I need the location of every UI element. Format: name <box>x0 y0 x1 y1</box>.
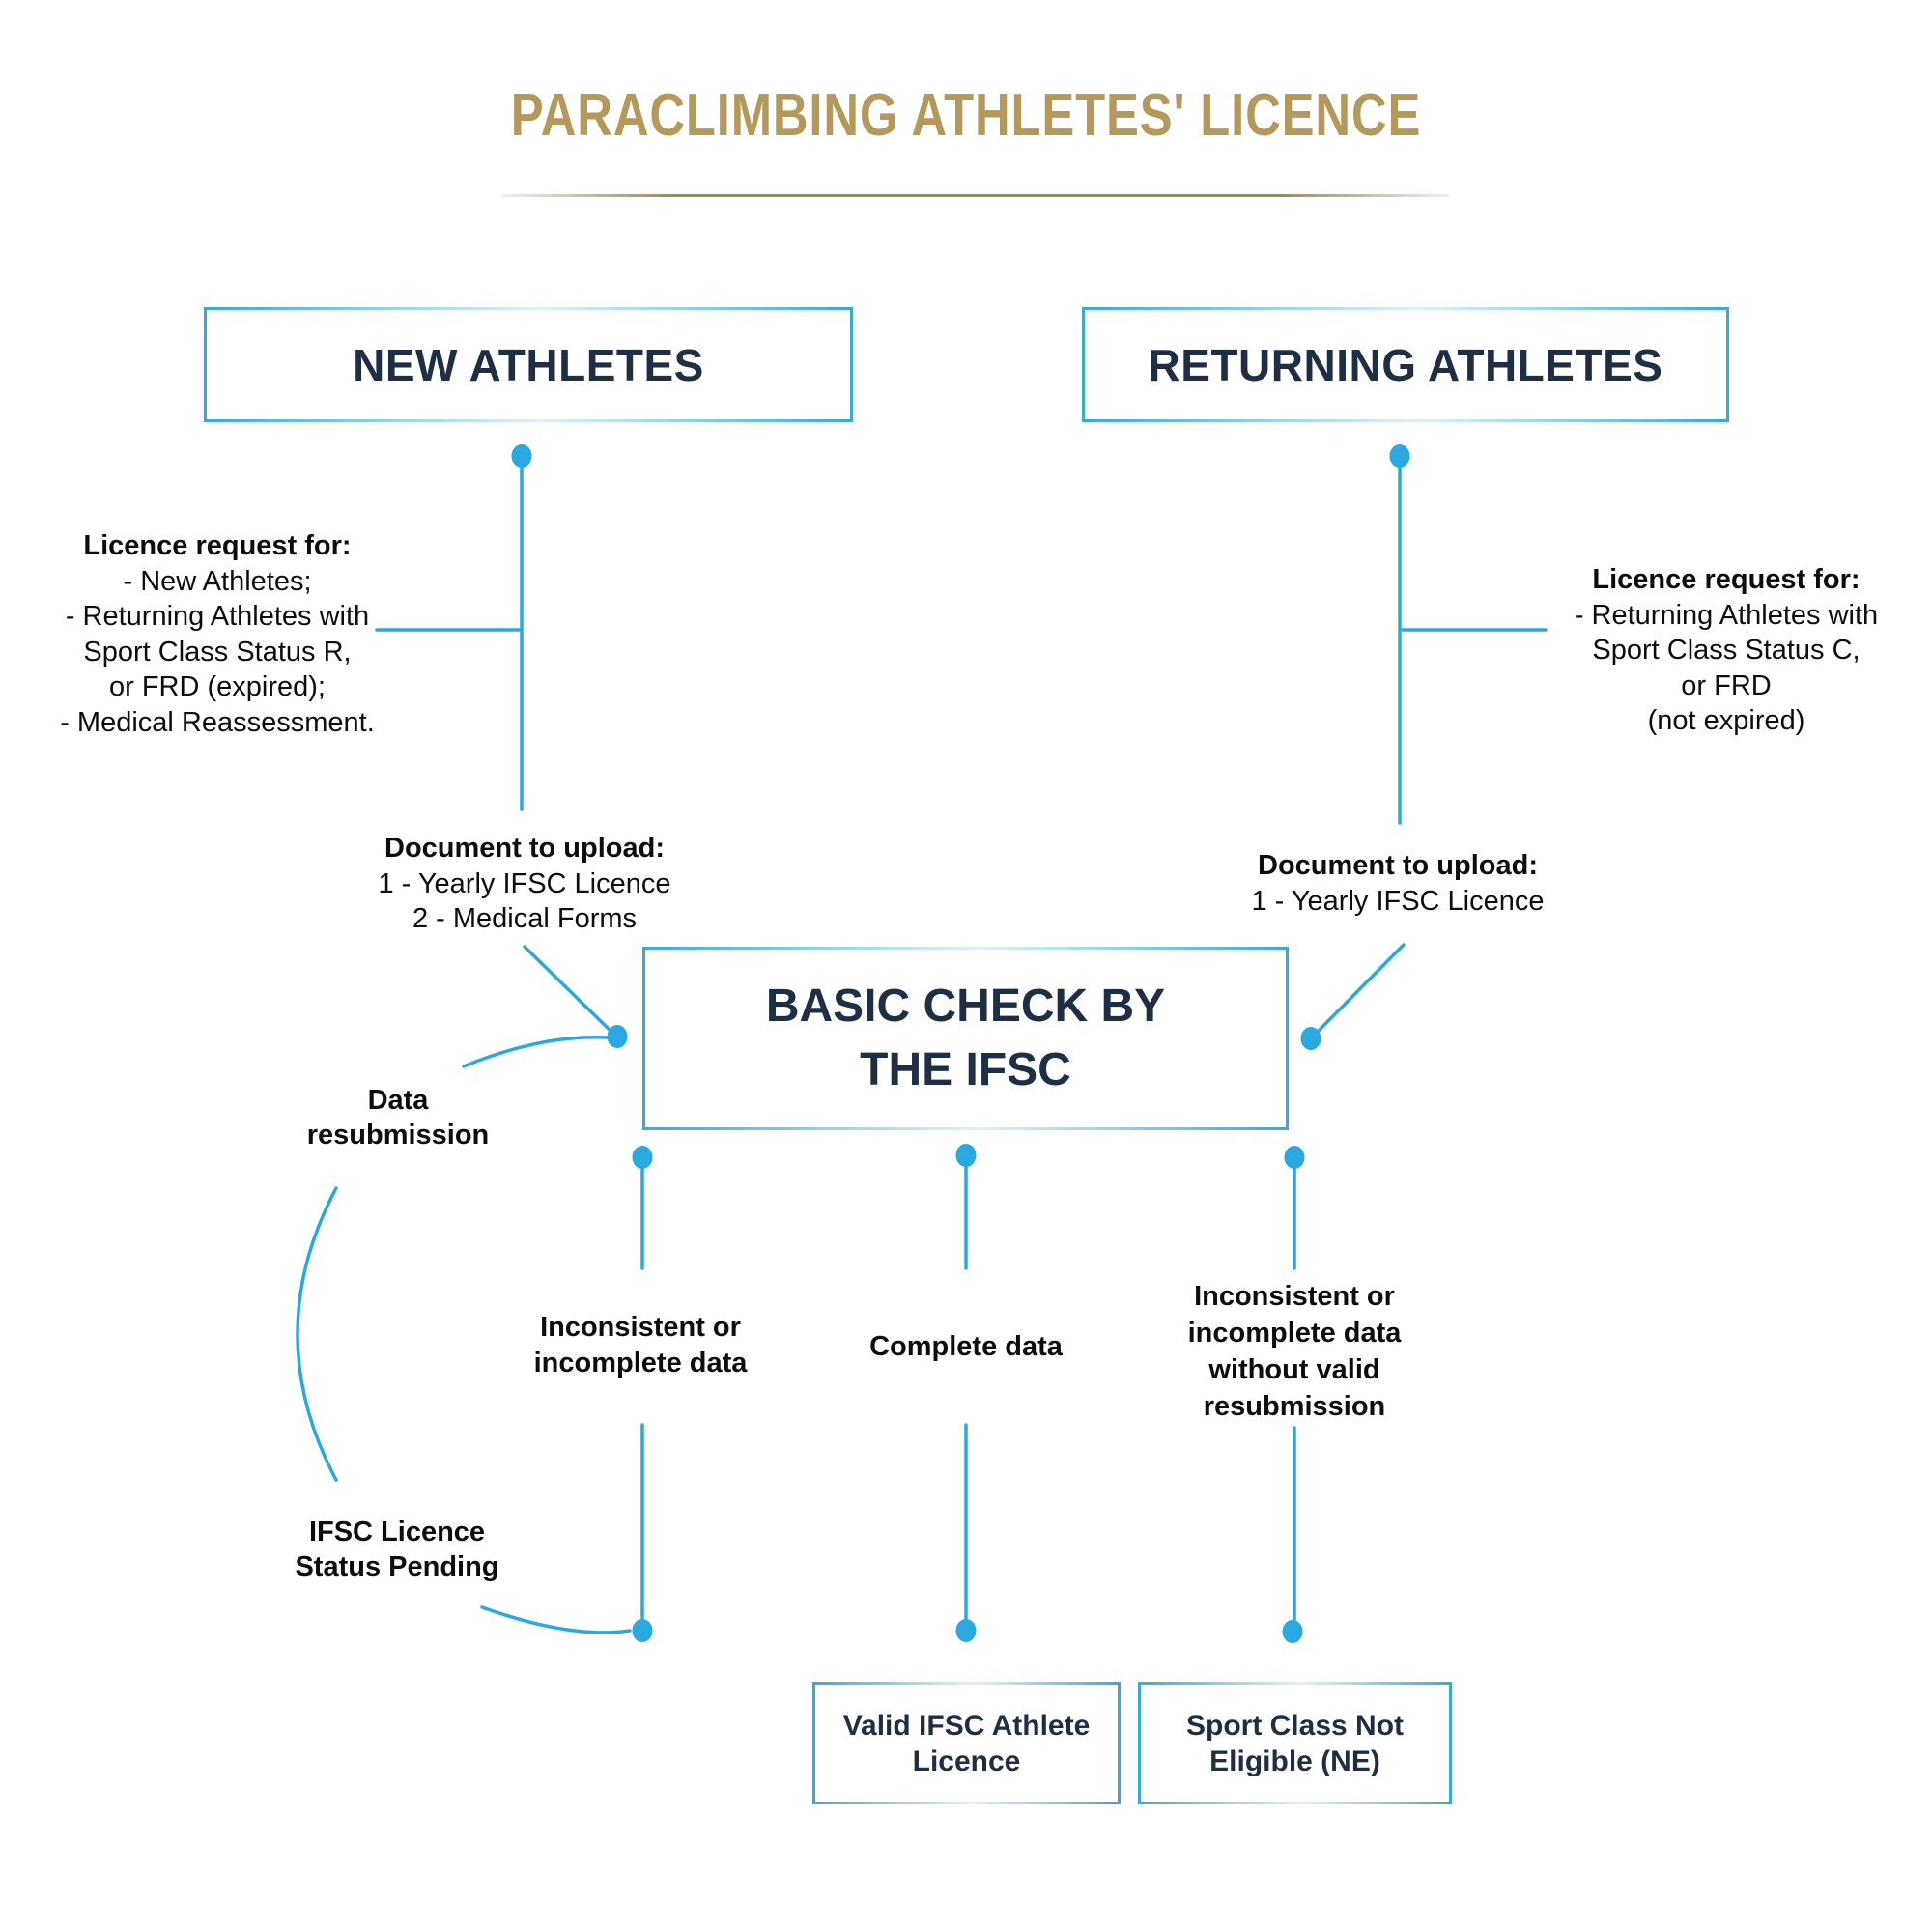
dot-basic-check-right <box>1300 1027 1321 1050</box>
label-line: resubmission <box>306 1120 490 1151</box>
label-line: Data <box>367 1085 429 1116</box>
node-not-eligible-line1: Sport Class Not <box>1185 1709 1405 1742</box>
node-not-eligible-line2: Eligible (NE) <box>1209 1745 1380 1777</box>
label-line: incomplete data <box>1187 1318 1402 1349</box>
label-line: incomplete data <box>533 1348 748 1378</box>
label-line: Status Pending <box>295 1551 499 1582</box>
note-line: or FRD (expired); <box>109 671 326 702</box>
node-basic-check: BASIC CHECK BY THE IFSC <box>642 947 1289 1130</box>
edge-returning-docs-to-basic-check <box>1314 943 1406 1036</box>
label-status-pending: IFSC Licence Status Pending <box>252 1515 542 1584</box>
node-valid-licence: Valid IFSC Athlete Licence <box>812 1682 1121 1804</box>
node-returning-athletes: RETURNING ATHLETES <box>1082 307 1729 422</box>
dot-branch-right-bottom <box>1282 1620 1303 1643</box>
label-branch-inconsistent: Inconsistent or incomplete data <box>496 1310 785 1381</box>
node-returning-athletes-label: RETURNING ATHLETES <box>1148 339 1663 390</box>
label-branch-inconsistent-no-resubmission: Inconsistent or incomplete data without … <box>1140 1278 1449 1425</box>
note-heading: Document to upload: <box>1258 850 1538 881</box>
page-title: PARACLIMBING ATHLETES' LICENCE <box>510 82 1422 149</box>
note-heading: Document to upload: <box>384 833 665 864</box>
node-basic-check-line2: THE IFSC <box>860 1044 1071 1095</box>
dot-branch-right-top <box>1284 1146 1305 1169</box>
edge-status-pending-to-branch <box>480 1605 632 1634</box>
note-heading: Licence request for: <box>1592 564 1861 595</box>
dot-branch-left-bottom <box>632 1619 653 1642</box>
note-licence-request-returning: Licence request for: - Returning Athlete… <box>1562 562 1890 739</box>
note-line: Sport Class Status R, <box>83 636 352 668</box>
edge-data-resubmission-to-basic-check <box>462 1036 609 1068</box>
label-line: resubmission <box>1203 1391 1386 1422</box>
label-line: IFSC Licence <box>308 1517 486 1548</box>
note-line: 2 - Medical Forms <box>412 903 638 934</box>
label-line: Inconsistent or <box>540 1312 741 1343</box>
note-line: - New Athletes; <box>123 565 312 597</box>
node-valid-licence-line1: Valid IFSC Athlete <box>842 1709 1091 1742</box>
label-line: Complete data <box>869 1331 1063 1362</box>
note-line: Sport Class Status C, <box>1592 635 1861 666</box>
note-line: (not expired) <box>1647 705 1805 736</box>
dot-basic-check-left <box>607 1025 628 1048</box>
label-line: Inconsistent or <box>1194 1281 1395 1312</box>
dot-branch-mid-bottom <box>955 1619 977 1642</box>
note-line: - Returning Athletes with <box>1574 599 1879 631</box>
node-new-athletes: NEW ATHLETES <box>204 307 853 422</box>
note-heading: Licence request for: <box>83 530 352 561</box>
label-branch-complete: Complete data <box>821 1329 1111 1365</box>
note-line: - Medical Reassessment. <box>60 706 375 738</box>
node-basic-check-line1: BASIC CHECK BY <box>765 980 1166 1032</box>
edge-new-docs-to-basic-check <box>523 945 613 1034</box>
dot-returning-athletes <box>1389 444 1410 468</box>
title-divider <box>502 194 1449 197</box>
edge-resubmission-loop-arc <box>296 1186 338 1482</box>
note-line: 1 - Yearly IFSC Licence <box>1251 885 1545 917</box>
note-documents-returning: Document to upload: 1 - Yearly IFSC Lice… <box>1234 848 1562 919</box>
dot-branch-mid-top <box>955 1144 977 1167</box>
note-line: 1 - Yearly IFSC Licence <box>378 867 671 899</box>
label-line: without valid <box>1208 1354 1380 1385</box>
node-not-eligible: Sport Class Not Eligible (NE) <box>1138 1682 1452 1804</box>
label-data-resubmission: Data resubmission <box>253 1083 543 1152</box>
note-line: or FRD <box>1681 669 1772 701</box>
node-new-athletes-label: NEW ATHLETES <box>353 339 704 390</box>
dot-new-athletes <box>511 444 532 468</box>
note-licence-request-new: Licence request for: - New Athletes; - R… <box>39 528 396 740</box>
note-line: - Returning Athletes with <box>65 601 370 632</box>
dot-branch-left-top <box>632 1146 653 1169</box>
note-documents-new: Document to upload: 1 - Yearly IFSC Lice… <box>360 831 689 937</box>
node-valid-licence-line2: Licence <box>912 1745 1021 1777</box>
